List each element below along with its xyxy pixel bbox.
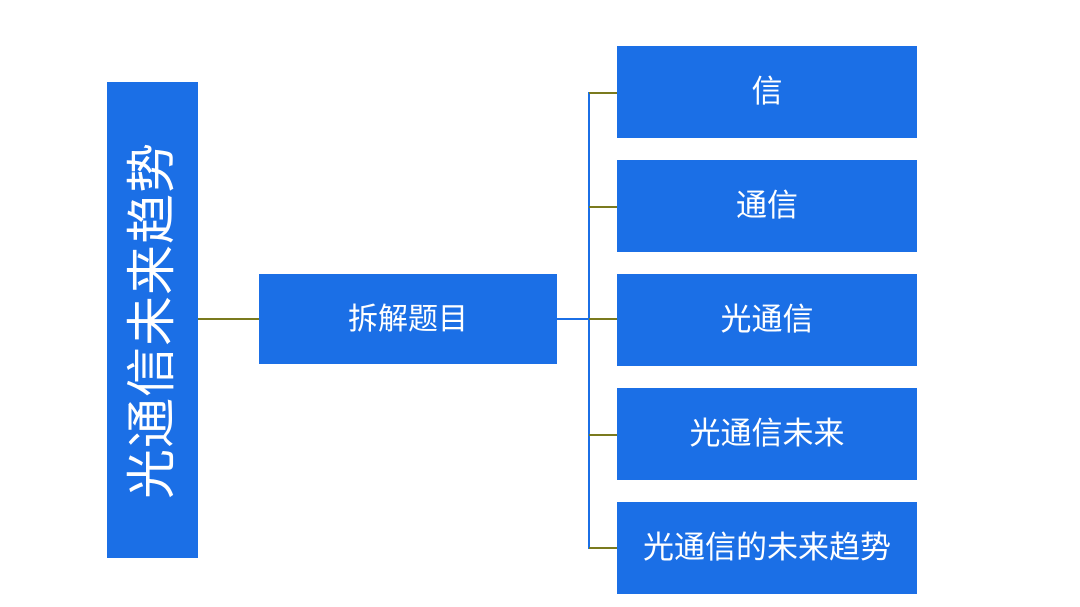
leaf-node-2[interactable]: 光通信 [617, 274, 917, 366]
connector-vertical-trunk [588, 92, 590, 549]
connector-stub-leaf-1 [589, 206, 617, 208]
root-node-label: 光通信未来趋势 [123, 141, 181, 499]
leaf-node-label-4: 光通信的未来趋势 [643, 529, 891, 566]
branch-node-label: 拆解题目 [348, 301, 468, 337]
leaf-node-1[interactable]: 通信 [617, 160, 917, 252]
leaf-node-label-1: 通信 [736, 187, 798, 224]
leaf-node-label-3: 光通信未来 [689, 415, 845, 452]
leaf-node-3[interactable]: 光通信未来 [617, 388, 917, 480]
branch-node[interactable]: 拆解题目 [259, 274, 557, 364]
connector-stub-leaf-3 [589, 434, 617, 436]
leaf-node-4[interactable]: 光通信的未来趋势 [617, 502, 917, 594]
root-node[interactable]: 光通信未来趋势 [107, 82, 198, 558]
connector-branch-to-trunk [557, 318, 589, 320]
connector-stub-leaf-2 [589, 318, 617, 320]
connector-stub-leaf-4 [589, 547, 617, 549]
connector-root-to-branch [198, 318, 259, 320]
leaf-node-label-0: 信 [751, 73, 783, 110]
connector-stub-leaf-0 [589, 92, 617, 94]
leaf-node-0[interactable]: 信 [617, 46, 917, 138]
leaf-node-label-2: 光通信 [720, 301, 814, 338]
